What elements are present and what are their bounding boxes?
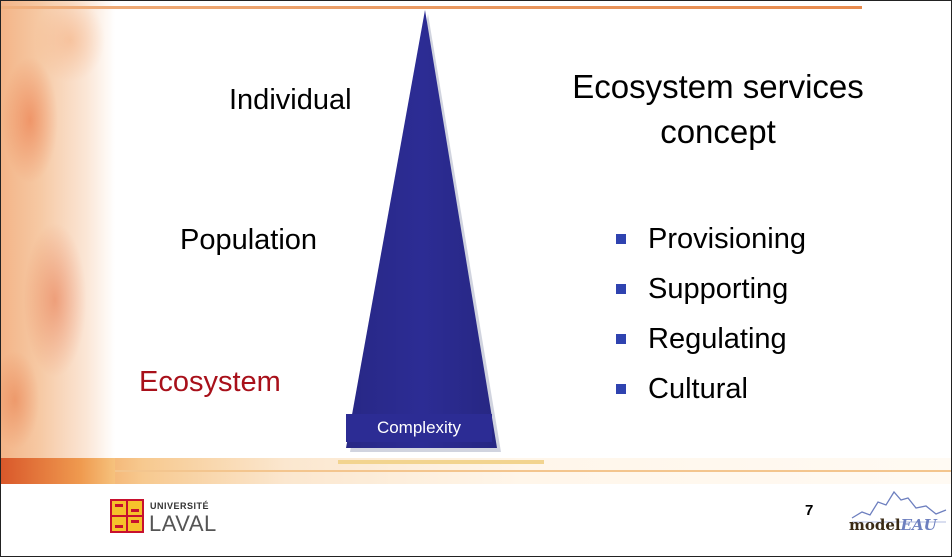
footer-band-line [115,470,952,472]
universite-label: UNIVERSITÉ [150,501,210,511]
modeleau-logo: modelEAU [846,484,950,542]
laval-shield-icon [110,499,144,533]
footer-band-left-accent [0,458,115,484]
bullet-text: Regulating [648,323,787,355]
bullet-text: Cultural [648,373,748,405]
bullet-item: Supporting [616,264,806,314]
level-individual: Individual [229,84,352,116]
pyramid-shading [346,10,497,448]
bullet-square-icon [616,234,626,244]
bullet-square-icon [616,384,626,394]
bullet-item: Provisioning [616,214,806,264]
bullet-square-icon [616,284,626,294]
pyramid-base-accent [338,460,544,464]
slide-title-line-1: Ecosystem services [572,68,864,105]
universite-laval-logo: UNIVERSITÉ LAVAL [110,499,250,536]
slide-title: Ecosystem services concept [508,64,928,154]
modeleau-wave-icon [851,490,947,523]
bullet-item: Cultural [616,364,806,414]
level-ecosystem: Ecosystem [139,366,281,398]
flame-decoration [0,0,115,458]
laval-label: LAVAL [149,511,217,536]
bullet-text: Provisioning [648,223,806,255]
bullet-text: Supporting [648,273,789,305]
services-bullet-list: Provisioning Supporting Regulating Cultu… [616,214,806,414]
level-population: Population [180,224,318,256]
bullet-item: Regulating [616,314,806,364]
bullet-square-icon [616,334,626,344]
complexity-label: Complexity [346,414,492,442]
top-divider-line [0,6,862,9]
modeleau-suffix: EAU [900,516,937,534]
page-number: 7 [805,502,814,519]
slide-title-line-2: concept [660,113,776,150]
modeleau-prefix: model [849,516,901,534]
modeleau-wordmark: modelEAU [849,516,937,534]
